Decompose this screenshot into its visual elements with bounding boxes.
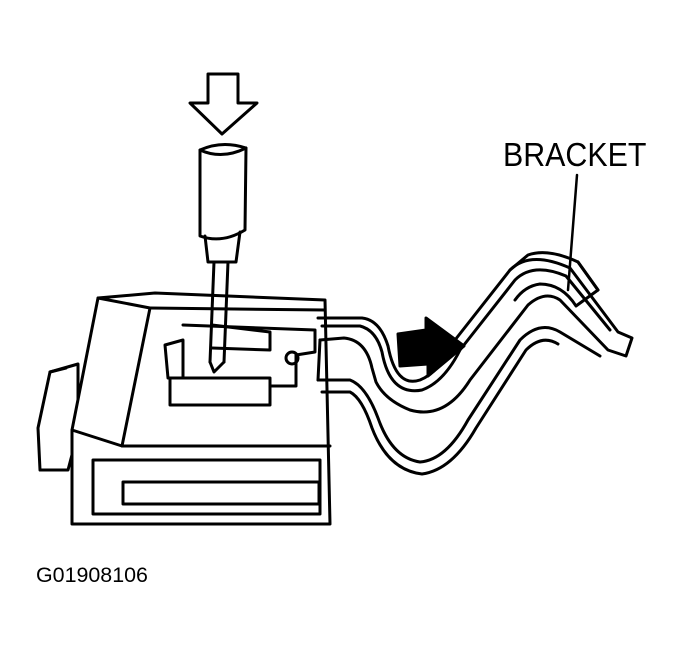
bracket <box>316 251 634 476</box>
bracket-leader-line <box>566 173 579 292</box>
bracket-label: BRACKET <box>503 136 647 173</box>
latch-hole <box>284 350 300 366</box>
connector-housing <box>36 291 332 526</box>
push-down-arrow-icon <box>188 72 259 136</box>
figure-code: G01908106 <box>36 564 148 587</box>
screwdriver <box>198 143 248 374</box>
slide-direction-arrow-icon <box>396 316 466 378</box>
